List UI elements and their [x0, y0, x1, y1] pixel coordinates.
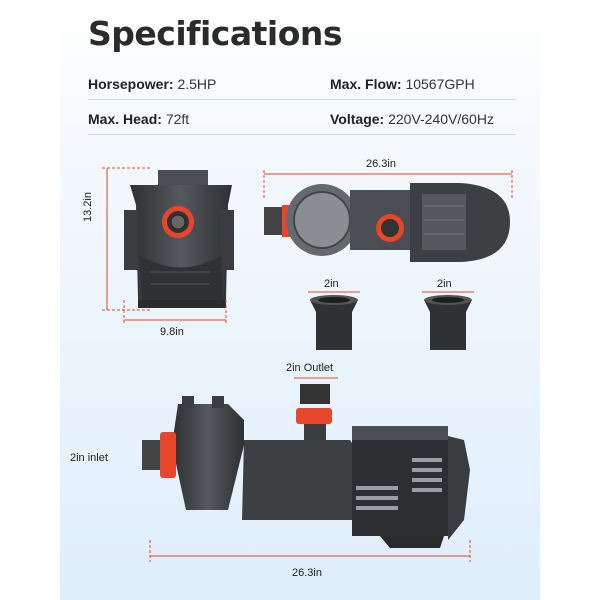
spec-horsepower: Horsepower: 2.5HP: [88, 76, 216, 92]
height-label: 13.2in: [82, 192, 94, 222]
pump-side-view: [142, 377, 470, 548]
spec-label: Horsepower:: [88, 76, 174, 92]
spec-label: Max. Flow:: [330, 76, 402, 92]
spec-panel: Specifications Horsepower: 2.5HP Max. Fl…: [60, 0, 540, 600]
fitting-left-label: 2in: [324, 278, 339, 290]
spec-value: 2.5HP: [177, 76, 217, 92]
top-length-dimension: [263, 170, 513, 200]
front-width-label: 9.8in: [160, 326, 184, 338]
height-dimension: [102, 167, 150, 311]
page-title: Specifications: [88, 14, 343, 53]
outlet-ring: [296, 408, 332, 424]
divider: [88, 134, 516, 135]
spec-voltage: Voltage: 220V-240V/60Hz: [330, 111, 494, 127]
spec-max-head: Max. Head: 72ft: [88, 111, 189, 127]
spec-value: 72ft: [165, 111, 190, 127]
pipe-fitting-right: [422, 291, 474, 350]
inlet-label: 2in inlet: [70, 452, 108, 464]
side-length-dimension: [149, 540, 471, 562]
outlet-label: 2in Outlet: [286, 362, 334, 374]
front-width-dimension: [123, 300, 227, 325]
spec-label: Voltage:: [330, 111, 385, 127]
fitting-right-label: 2in: [437, 278, 452, 290]
pump-top-view: [264, 183, 510, 262]
spec-value: 10567GPH: [405, 76, 475, 92]
pump-front-view: [124, 170, 234, 308]
top-length-label: 26.3in: [366, 158, 396, 170]
spec-max-flow: Max. Flow: 10567GPH: [330, 76, 475, 92]
pipe-fitting-left: [308, 291, 360, 350]
inlet-ring: [160, 432, 176, 478]
divider: [88, 99, 516, 100]
spec-value: 220V-240V/60Hz: [388, 111, 494, 127]
spec-label: Max. Head:: [88, 111, 162, 127]
side-length-label: 26.3in: [292, 567, 322, 579]
product-illustration: [102, 167, 513, 562]
